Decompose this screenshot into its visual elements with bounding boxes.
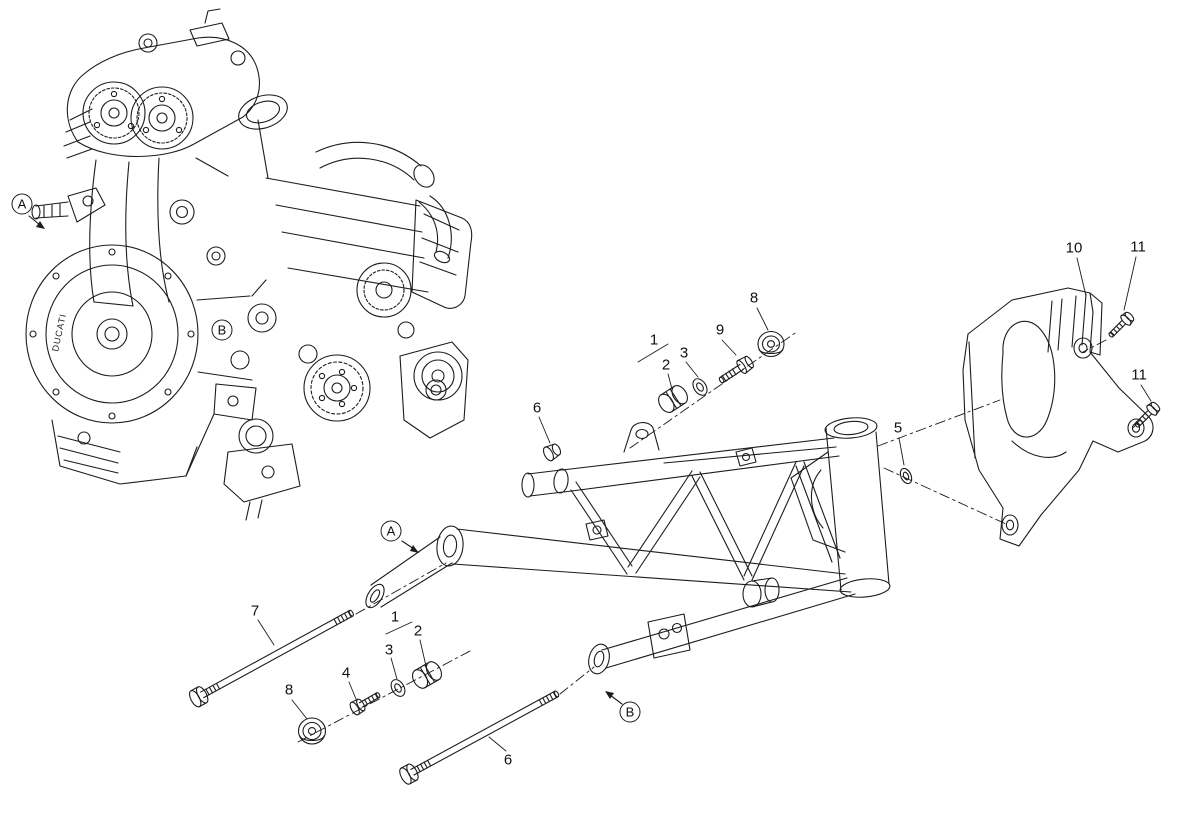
ref-arrows	[28, 215, 623, 705]
part-5-washer	[899, 467, 913, 485]
part-3-washer-upper	[692, 378, 708, 396]
engine-logo-text: DUCATI	[50, 312, 68, 352]
part-2-bushing-lower	[411, 661, 443, 689]
assembly-axes	[297, 330, 1141, 743]
rear-bracket-illustration	[962, 287, 1154, 547]
part-11-bolt-side	[1134, 401, 1161, 428]
part-9-bolt	[718, 355, 754, 384]
part-6-nut-upper	[542, 443, 562, 462]
engine-illustration: DUCATI	[25, 8, 473, 521]
part-11-bolt-top	[1108, 311, 1135, 338]
part-4-bolt	[349, 692, 381, 716]
part-3-washer-lower	[390, 679, 406, 697]
part-8-cap-lower	[297, 717, 327, 745]
fastener-parts	[188, 311, 1161, 785]
part-2-bushing-upper	[658, 384, 688, 414]
frame-illustration	[365, 417, 891, 675]
callout-leaders	[257, 256, 1152, 752]
part-8-cap-upper	[757, 330, 785, 358]
part-6-bolt-lower	[399, 690, 560, 785]
part-7-bolt	[188, 609, 354, 708]
